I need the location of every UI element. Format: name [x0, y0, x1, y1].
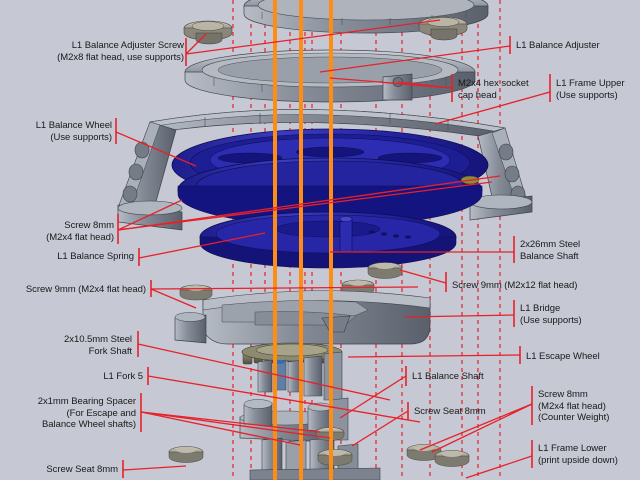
- leader-screw-8mm-m2x4-flat-head-0: [117, 199, 183, 231]
- label-line: Screw 9mm (M2x12 flat head): [452, 280, 578, 291]
- part-balance-adjuster-screw-right: [418, 16, 468, 41]
- label-line: Balance Wheel shafts): [42, 419, 136, 430]
- label-line: L1 Balance Adjuster Screw: [71, 40, 184, 51]
- label-screw-8mm-counter-weight: Screw 8mm(M2x4 flat head)(Counter Weight…: [538, 389, 640, 424]
- label-line: (Counter Weight): [538, 412, 610, 423]
- leader-2x10.5mm-steel-fork-shaft-0: [137, 343, 391, 401]
- part-frame-upper: [117, 109, 533, 231]
- label-line: (M2x8 flat head, use supports): [57, 51, 184, 63]
- leader-screw-seat-8mm-right-0: [351, 410, 409, 447]
- leader-l1-balance-wheel-0: [115, 131, 197, 167]
- label-screw-8mm-m2x4-flat-head: Screw 8mm(M2x4 flat head): [0, 220, 114, 243]
- leader-screw-9mm-m2x12-flat-head-0: [399, 269, 447, 284]
- part-frame-lower-stack: [249, 437, 381, 480]
- label-line: Screw 8mm: [538, 389, 588, 400]
- label-line: (M2x4 flat head): [46, 231, 114, 243]
- leader-screw-9mm-m2x4-flat-head-0: [150, 288, 197, 309]
- leader-2x1mm-bearing-spacer-0: [140, 411, 321, 433]
- label-l1-balance-spring: L1 Balance Spring: [0, 251, 134, 263]
- label-line: L1 Balance Adjuster: [516, 40, 600, 51]
- label-line: 2x10.5mm Steel: [64, 334, 132, 345]
- label-screw-9mm-m2x4-flat-head: Screw 9mm (M2x4 flat head): [0, 284, 146, 296]
- label-line: L1 Balance Spring: [57, 251, 134, 262]
- leader-l1-escape-wheel-0: [347, 354, 521, 358]
- shaft-lines: [273, 0, 333, 480]
- label-screw-seat-8mm-left: Screw Seat 8mm: [0, 464, 118, 476]
- leader-2x1mm-bearing-spacer-1: [140, 411, 331, 439]
- leader-m2x4-hex-socket-cap-head-1: [329, 77, 453, 89]
- label-line: Screw Seat 8mm: [414, 406, 486, 417]
- leader-2x1mm-bearing-spacer-2: [140, 411, 301, 446]
- label-line: Balance Shaft: [520, 250, 579, 262]
- label-line: (print upside down): [538, 454, 618, 466]
- leader-screw-9mm-m2x4-flat-head-1: [150, 286, 419, 290]
- label-line: (For Escape and: [66, 407, 137, 419]
- label-screw-seat-8mm-right: Screw Seat 8mm: [414, 406, 530, 418]
- leader-l1-balance-adjuster-screw-0: [185, 33, 207, 55]
- label-line: Screw 9mm (M2x4 flat head): [25, 284, 146, 295]
- leader-l1-balance-adjuster-0: [319, 45, 511, 73]
- leader-l1-balance-spring-0: [138, 232, 266, 259]
- label-line: L1 Balance Wheel: [35, 120, 112, 131]
- part-balance-spring: [199, 211, 457, 269]
- label-line: Fork Shaft: [88, 345, 132, 357]
- label-line: L1 Frame Upper: [556, 78, 625, 89]
- leader-screw-8mm-counter-weight-1: [431, 403, 533, 453]
- label-l1-balance-shaft: L1 Balance Shaft: [412, 371, 532, 383]
- label-line: L1 Balance Shaft: [412, 371, 484, 382]
- label-line: L1 Bridge: [520, 303, 561, 314]
- label-l1-frame-upper: L1 Frame Upper(Use supports): [556, 78, 640, 101]
- part-hex-socket-boss: [382, 73, 413, 101]
- leader-l1-balance-shaft-0: [339, 375, 407, 419]
- leader-l1-fork-5-0: [147, 375, 421, 423]
- label-l1-fork-5: L1 Fork 5: [0, 371, 143, 383]
- leader-l1-bridge-0: [404, 314, 515, 318]
- leader-l1-frame-lower-0: [465, 455, 533, 479]
- label-l1-escape-wheel: L1 Escape Wheel: [526, 351, 640, 363]
- label-l1-balance-adjuster: L1 Balance Adjuster: [516, 40, 640, 52]
- leader-screw-8mm-m2x4-flat-head-2: [117, 181, 493, 231]
- label-l1-bridge: L1 Bridge(Use supports): [520, 303, 630, 326]
- label-line: (Use supports): [520, 314, 582, 326]
- label-l1-balance-wheel: L1 Balance Wheel(Use supports): [0, 120, 112, 143]
- label-line: L1 Fork 5: [103, 371, 143, 382]
- label-line: 2x1mm Bearing Spacer: [37, 396, 136, 407]
- leader-screw-8mm-m2x4-flat-head-1: [117, 175, 501, 231]
- label-line: (Use supports): [556, 89, 618, 101]
- leader-lines: [115, 19, 551, 479]
- part-pinion-stack: [257, 351, 343, 401]
- label-screw-9mm-m2x12-flat-head: Screw 9mm (M2x12 flat head): [452, 280, 640, 292]
- leader-l1-frame-upper-0: [434, 91, 551, 125]
- label-line: M2x4 hex socket: [458, 78, 529, 89]
- label-line: (M2x4 flat head): [538, 400, 606, 412]
- leader-l1-balance-adjuster-screw-1: [185, 19, 441, 55]
- label-line: cap head: [458, 89, 497, 101]
- label-line: 2x26mm Steel: [520, 239, 581, 250]
- leader-screw-8mm-counter-weight-0: [419, 403, 533, 451]
- label-line: (Use supports): [50, 131, 112, 143]
- label-line: Screw Seat 8mm: [46, 464, 118, 475]
- leader-screw-seat-8mm-left-0: [122, 465, 187, 471]
- part-balance-adjuster-screw-left: [183, 20, 233, 45]
- label-l1-frame-lower: L1 Frame Lower(print upside down): [538, 443, 640, 466]
- label-line: L1 Escape Wheel: [526, 351, 600, 362]
- label-line: L1 Frame Lower: [538, 443, 607, 454]
- label-l1-balance-adjuster-screw: L1 Balance Adjuster Screw(M2x8 flat head…: [4, 40, 184, 63]
- label-line: Screw 8mm: [64, 220, 114, 231]
